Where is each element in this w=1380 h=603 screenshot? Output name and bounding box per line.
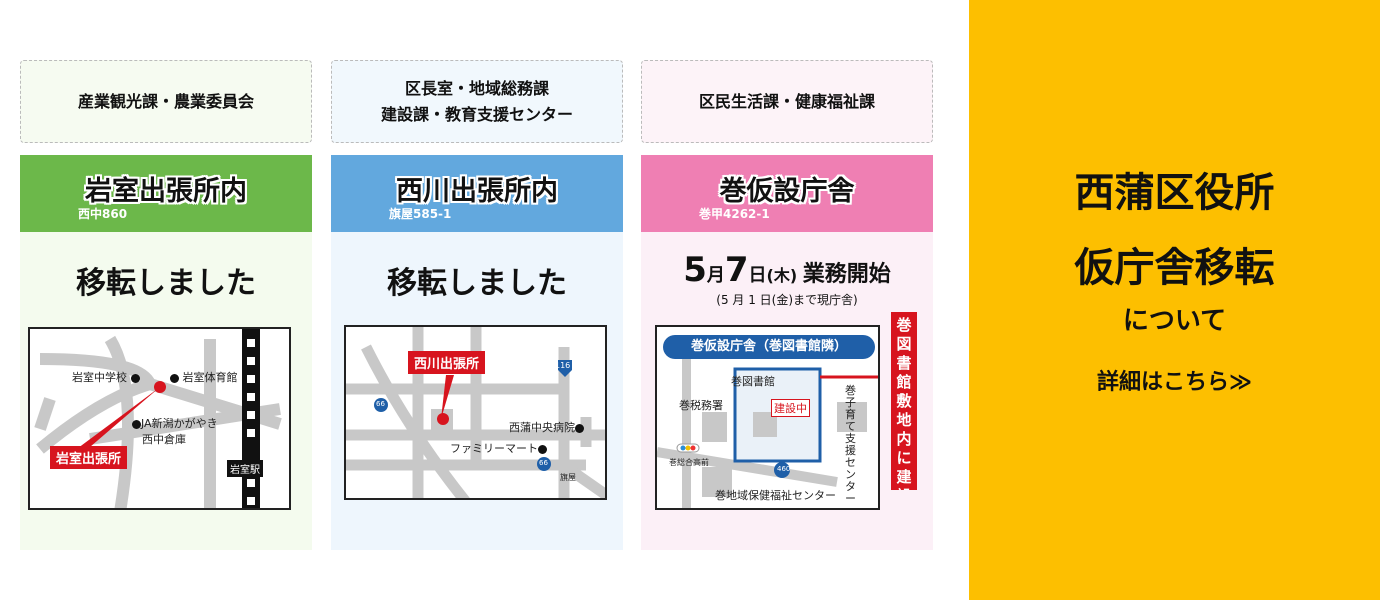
map-label: 岩室体育館 [182,371,238,384]
card1-departments: 産業観光課・農業委員会 [20,60,312,143]
side-tag: 巻図書館敷地内に建設 [891,312,917,490]
marker-icon [170,373,179,383]
card3-header: 巻仮設庁舎 巻甲4262-1 [641,155,933,232]
map-nishikawa[interactable]: 西川出張所 116 66 66 西蒲中央病院 ファミリーマート 旗屋 [344,325,607,500]
banner-panel[interactable]: 西蒲区役所 仮庁舎移転 について 詳細はこちら≫ [969,0,1380,600]
card1-header: 岩室出張所内 西中860 [20,155,312,232]
map-pin-label: 岩室出張所 [50,446,128,469]
map-label: ファミリーマート [450,442,538,455]
map-label: 巻図書館 [731,375,775,388]
construction-label: 建設中 [771,399,810,417]
card2-departments: 区長室・地域総務課建設課・教育支援センター [331,60,623,143]
map-pin-label: 西川出張所 [408,351,486,374]
map-iwamuro[interactable]: 岩室中学校 岩室体育館 JA新潟かがやき 西中倉庫 岩室出張所 岩室駅 [28,327,291,510]
map-label: 巻税務署 [679,399,723,412]
map-label: JA新潟かがやき [141,417,218,430]
route-66-label: 66 [539,459,548,467]
date-month-unit: 月 [706,265,725,286]
banner-title-line1: 西蒲区役所 [1074,170,1275,216]
start-date: 5月7日(木) 業務開始 [641,250,933,290]
route-116-label: 116 [555,361,571,370]
map-label: 西中倉庫 [142,433,186,446]
banner-subtitle: について [1122,306,1227,336]
card2-header: 西川出張所内 旗屋585-1 [331,155,623,232]
map-label: 巻子育て支援センター [845,384,856,505]
date-month: 5 [683,250,707,290]
date-weekday: (木) [766,266,798,285]
banner-title-line2: 仮庁舎移転 [1074,245,1275,291]
office-address: 西中860 [78,207,128,221]
route-66-label: 66 [376,400,385,408]
map-label: 巻総合高前 [669,458,709,467]
office-name: 岩室出張所内 [85,176,247,207]
department-label: 建設課・教育支援センター [380,104,573,124]
map-maki[interactable]: 巻仮設庁舎（巻図書館隣） 巻図書館 巻税務署 建設中 巻子育て支援センター 巻総… [655,325,880,510]
department-label: 産業観光課・農業委員会 [77,91,254,111]
map-label: 西蒲中央病院 [509,421,575,434]
station-label: 岩室駅 [227,460,263,477]
map-label: 岩室中学校 [72,371,127,384]
map-label: 旗屋 [560,473,576,482]
marker-icon [130,373,140,383]
office-address: 巻甲4262-1 [699,207,770,221]
status-text: 移転しました [76,266,256,301]
department-label: 区民生活課・健康福祉課 [698,91,875,111]
date-text: 業務開始 [802,262,891,287]
department-label: 区長室・地域総務課 [404,78,549,98]
date-day-unit: 日 [748,265,767,286]
marker-icon [575,423,584,433]
date-day: 7 [724,250,749,290]
status-text: 移転しました [387,266,567,301]
map-title: 巻仮設庁舎（巻図書館隣） [663,335,875,359]
note-text: (5 月 1 日(金)まで現庁舎) [716,293,858,307]
map-label: 巻地域保健福祉センター [715,489,836,502]
office-name: 巻仮設庁舎 [719,176,855,207]
office-address: 旗屋585-1 [389,207,452,221]
route-460-label: 460 [777,465,791,473]
details-link[interactable]: 詳細はこちら≫ [1096,370,1253,395]
card3-departments: 区民生活課・健康福祉課 [641,60,933,143]
office-name: 西川出張所内 [396,176,558,207]
marker-icon [538,444,547,454]
marker-icon [132,419,141,429]
